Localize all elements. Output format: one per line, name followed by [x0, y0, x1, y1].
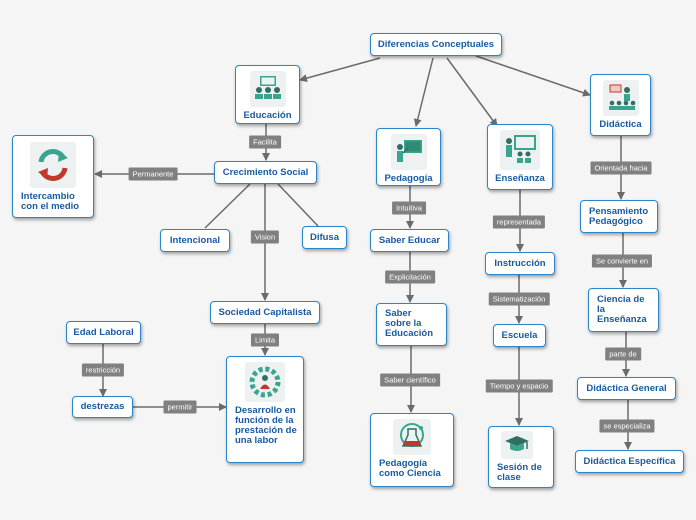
- node-label: Saber sobre la Educación: [385, 308, 434, 339]
- node-saber-educar[interactable]: Saber Educar: [370, 229, 449, 252]
- edge-root-educacion: [299, 57, 381, 83]
- classroom-icon: [249, 71, 286, 107]
- node-ensenanza[interactable]: Enseñanza: [487, 124, 553, 190]
- node-label: Instrucción: [494, 257, 546, 269]
- edge-label-representada: representada: [492, 215, 546, 229]
- node-intercambio[interactable]: Intercambio con el medio: [12, 135, 94, 218]
- node-label: Intencional: [169, 234, 221, 246]
- node-label: Pedagogía como Ciencia: [379, 458, 441, 479]
- node-label: Edad Laboral: [73, 326, 134, 338]
- edge-root-pedagogia: [413, 57, 434, 127]
- node-label: Sociedad Capitalista: [218, 306, 312, 318]
- edge-label-restriccion: restricción: [81, 363, 125, 377]
- teacher-board-icon: [390, 134, 427, 170]
- node-didactica-general[interactable]: Didáctica General: [577, 377, 676, 400]
- node-destrezas[interactable]: destrezas: [72, 396, 133, 418]
- edge-label-permitir: permitir: [163, 400, 197, 414]
- node-instruccion[interactable]: Instrucción: [485, 252, 555, 275]
- node-label: Saber Educar: [378, 234, 441, 246]
- node-label: Sesión de clase: [497, 462, 542, 483]
- node-label: destrezas: [80, 401, 125, 412]
- node-saber-sobre-educacion[interactable]: Saber sobre la Educación: [376, 303, 447, 346]
- edge-label-orientada-hacia: Orientada hacia: [590, 161, 652, 175]
- edge-label-se-especializa: se especializa: [599, 419, 655, 433]
- node-label: Pedagogía: [384, 173, 433, 184]
- lecture-audience-icon: [602, 80, 639, 116]
- node-didactica[interactable]: Didáctica: [590, 74, 651, 136]
- edge-label-parte-de: parte de: [605, 347, 641, 361]
- node-label: Desarrollo en función de la prestación d…: [235, 405, 297, 446]
- node-label: Intercambio con el medio: [21, 191, 80, 212]
- node-pensamiento-pedagogico[interactable]: Pensamiento Pedagógico: [580, 200, 658, 233]
- node-edad-laboral[interactable]: Edad Laboral: [66, 321, 141, 344]
- node-crecimiento-social[interactable]: Crecimiento Social: [214, 161, 317, 184]
- edge-label-se-convierte-en: Se convierte en: [591, 254, 653, 268]
- node-label: Pensamiento Pedagógico: [589, 206, 649, 227]
- teacher-students-icon: [500, 130, 540, 170]
- exchange-arrows-icon: [30, 142, 76, 188]
- node-label: Enseñanza: [495, 173, 545, 184]
- node-pedagogia[interactable]: Pedagogía: [376, 128, 441, 186]
- edge-crecimiento-intencional: [204, 183, 251, 229]
- node-label: Diferencias Conceptuales: [377, 38, 495, 50]
- edge-label-permanente: Permanente: [128, 167, 178, 181]
- node-label: Crecimiento Social: [222, 166, 309, 178]
- edge-label-tiempo-espacio: Tiempo y espacio: [485, 379, 553, 393]
- edge-root-ensenanza: [446, 57, 498, 127]
- node-sociedad-capitalista[interactable]: Sociedad Capitalista: [210, 301, 320, 324]
- node-diferencias-conceptuales[interactable]: Diferencias Conceptuales: [370, 33, 502, 56]
- node-didactica-especifica[interactable]: Didáctica Específica: [575, 450, 684, 473]
- node-ciencia-ensenanza[interactable]: Ciencia de la Enseñanza: [588, 288, 659, 332]
- edge-label-intuitiva: Intuitiva: [392, 201, 426, 215]
- node-label: Difusa: [309, 231, 340, 243]
- node-educacion[interactable]: Educación: [235, 65, 300, 124]
- edge-label-explicitacion: Explicitación: [385, 270, 435, 284]
- edge-label-sistematizacion: Sistematización: [488, 292, 550, 306]
- node-difusa[interactable]: Difusa: [302, 226, 347, 249]
- node-pedagogia-ciencia[interactable]: Pedagogía como Ciencia: [370, 413, 454, 487]
- node-sesion-clase[interactable]: Sesión de clase: [488, 426, 554, 488]
- node-escuela[interactable]: Escuela: [493, 324, 546, 347]
- edge-label-saber-cientifico: Saber científico: [380, 373, 440, 387]
- edge-label-facilita: Facilita: [249, 135, 281, 149]
- node-desarrollo[interactable]: Desarrollo en función de la prestación d…: [226, 356, 304, 463]
- science-flask-icon: [393, 419, 431, 455]
- node-label: Escuela: [501, 329, 538, 341]
- node-label: Didáctica: [599, 119, 642, 130]
- node-intencional[interactable]: Intencional: [160, 229, 230, 252]
- node-label: Didáctica General: [586, 382, 667, 394]
- edge-label-vision: Vision: [250, 230, 280, 244]
- node-label: Didáctica Específica: [583, 455, 676, 467]
- node-label: Ciencia de la Enseñanza: [597, 294, 647, 325]
- graduation-cap-icon: [501, 431, 533, 459]
- worker-gear-icon: [245, 362, 285, 402]
- edge-label-limita: Limita: [250, 333, 280, 347]
- edge-crecimiento-difusa: [277, 183, 319, 227]
- edge-root-didactica: [475, 55, 591, 97]
- node-label: Educación: [243, 110, 292, 121]
